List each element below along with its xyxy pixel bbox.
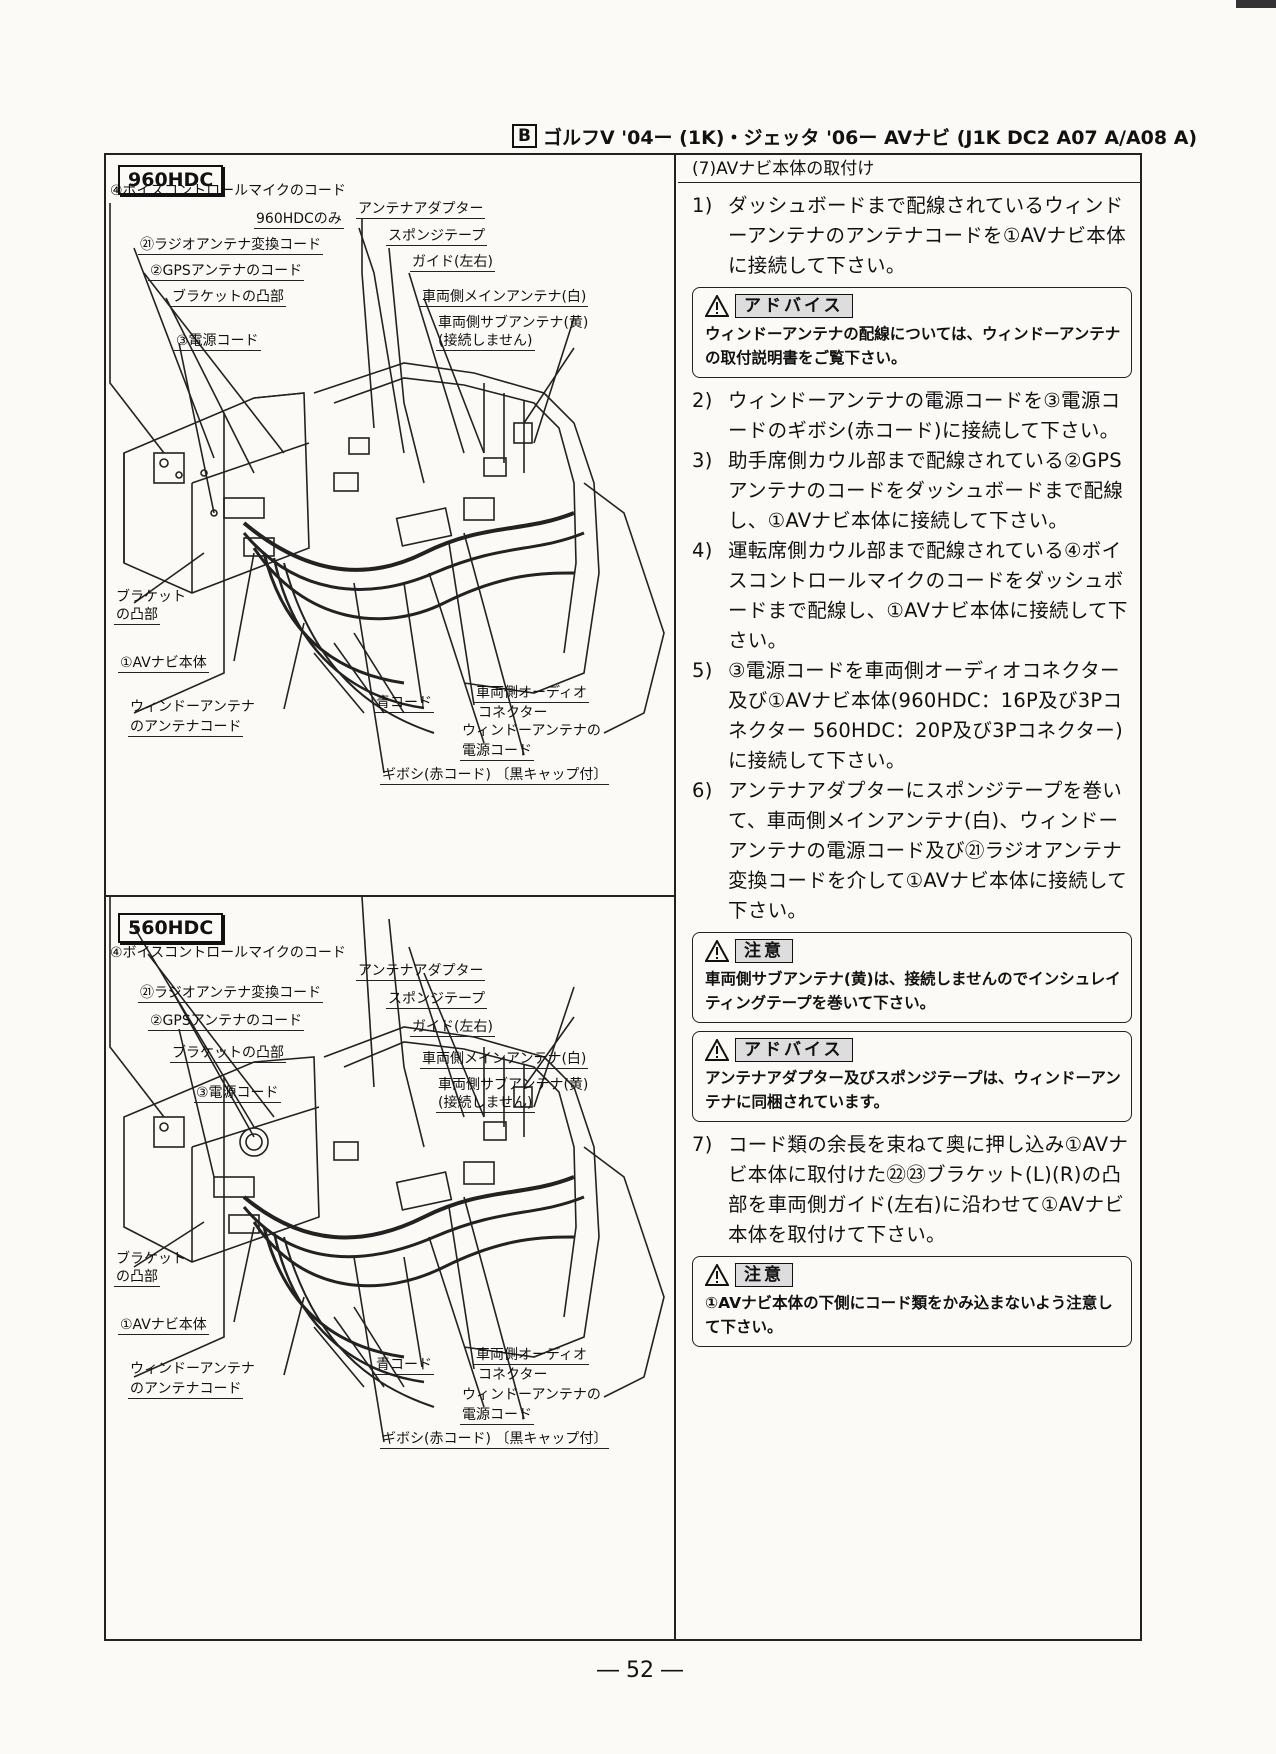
step-number: 3)	[692, 449, 713, 472]
warning-triangle-icon	[705, 1039, 729, 1061]
label-guide: ガイド(左右)	[410, 1019, 495, 1037]
label-audio-connector-2: コネクター	[478, 1367, 548, 1383]
label-av-navi-body: ①AVナビ本体	[118, 1317, 209, 1335]
label-blue-cord: 青コード	[374, 695, 434, 713]
warning-triangle-icon	[705, 295, 729, 317]
label-window-power-1: ウィンドーアンテナの	[462, 723, 601, 739]
step-text: アンテナアダプターにスポンジテープを巻いて、車両側メインアンテナ(白)、ウィンド…	[728, 779, 1128, 922]
header-title: ゴルフV '04ー (1K)・ジェッタ '06ー AVナビ (J1K DC2 A…	[542, 126, 1198, 149]
label-bracket-bottom-2: の凸部	[114, 607, 160, 625]
advice-box-1: アドバイス ウィンドーアンテナの配線については、ウィンドーアンテナの取付説明書を…	[692, 287, 1132, 378]
caution-box-2: 注意 ①AVナビ本体の下側にコード類をかみ込まないよう注意して下さい。	[692, 1256, 1132, 1347]
step-text: ウィンドーアンテナの電源コードを③電源コードのギボシ(赤コード)に接続して下さい…	[728, 389, 1121, 442]
advice-text: アンテナアダプター及びスポンジテープは、ウィンドーアンテナに同梱されています。	[705, 1069, 1121, 1111]
step-number: 5)	[692, 659, 713, 682]
panel-divider	[104, 895, 676, 897]
label-antenna-adapter: アンテナアダプター	[356, 963, 486, 981]
label-radio-antenna-conv: ㉑ラジオアンテナ変換コード	[138, 237, 324, 255]
advice-tag: アドバイス	[735, 294, 853, 318]
step-text: 助手席側カウル部まで配線されている②GPSアンテナのコードをダッシュボードまで配…	[728, 449, 1124, 532]
step-number: 1)	[692, 194, 713, 217]
label-window-antenna-1: ウィンドーアンテナ	[130, 699, 255, 715]
warning-triangle-icon	[705, 1264, 729, 1286]
label-main-antenna: 車両側メインアンテナ(白)	[420, 289, 589, 307]
panel-560hdc: 560HDC ④ボイスコントロールマイクのコード アンテナアダプター ㉑ラジオア…	[104, 897, 676, 1641]
step-6: 6) アンテナアダプターにスポンジテープを巻いて、車両側メインアンテナ(白)、ウィ…	[692, 776, 1132, 926]
step-1: 1) ダッシュボードまで配線されているウィンドーアンテナのアンテナコードを①AVナ…	[692, 191, 1132, 281]
caution-box-1: 注意 車両側サブアンテナ(黄)は、接続しませんのでインシュレイティングテープを巻…	[692, 932, 1132, 1023]
content-frame	[104, 153, 1142, 1641]
label-not-connected: (接続しません)	[436, 1095, 535, 1113]
label-audio-connector-1: 車両側オーディオ	[474, 1347, 590, 1365]
label-window-power-1: ウィンドーアンテナの	[462, 1387, 601, 1403]
label-sponge-tape: スポンジテープ	[386, 991, 488, 1009]
caution-text: ①AVナビ本体の下側にコード類をかみ込まないよう注意して下さい。	[705, 1294, 1113, 1336]
step-5: 5) ③電源コードを車両側オーディオコネクター及び①AVナビ本体(960HDC：1…	[692, 656, 1132, 776]
label-window-antenna-2: のアンテナコード	[128, 719, 244, 737]
label-not-connected: (接続しません)	[436, 333, 535, 351]
section-box: B	[512, 124, 537, 148]
instruction-steps: 1) ダッシュボードまで配線されているウィンドーアンテナのアンテナコードを①AVナ…	[692, 191, 1132, 1355]
label-window-power-2: 電源コード	[460, 1407, 534, 1425]
label-main-antenna: 車両側メインアンテナ(白)	[420, 1051, 589, 1069]
step-text: ダッシュボードまで配線されているウィンドーアンテナのアンテナコードを①AVナビ本…	[728, 194, 1126, 277]
label-radio-antenna-conv: ㉑ラジオアンテナ変換コード	[138, 985, 324, 1003]
label-voice-mic-cord: ④ボイスコントロールマイクのコード	[110, 945, 346, 961]
step-3: 3) 助手席側カウル部まで配線されている②GPSアンテナのコードをダッシュボードま…	[692, 446, 1132, 536]
model-tag-560hdc: 560HDC	[118, 913, 224, 943]
label-power-cord: ③電源コード	[194, 1085, 281, 1103]
label-bracket-bottom-1: ブラケット	[116, 1251, 186, 1267]
step-7: 7) コード類の余長を束ねて奥に押し込み①AVナビ本体に取付けた㉒㉓ブラケット(L…	[692, 1130, 1132, 1250]
step-number: 7)	[692, 1133, 713, 1156]
label-audio-connector-1: 車両側オーディオ	[474, 685, 590, 703]
label-sub-antenna: 車両側サブアンテナ(黄)	[438, 315, 589, 331]
section-title: (7)AVナビ本体の取付け	[678, 155, 1140, 183]
page-header: B ゴルフV '04ー (1K)・ジェッタ '06ー AVナビ (J1K DC2…	[512, 120, 1197, 152]
label-window-antenna-1: ウィンドーアンテナ	[130, 1361, 255, 1377]
label-window-power-2: 電源コード	[460, 743, 534, 761]
step-2: 2) ウィンドーアンテナの電源コードを③電源コードのギボシ(赤コード)に接続して下…	[692, 386, 1132, 446]
step-text: コード類の余長を束ねて奥に押し込み①AVナビ本体に取付けた㉒㉓ブラケット(L)(…	[728, 1133, 1129, 1246]
caution-tag: 注意	[735, 1263, 793, 1287]
step-number: 2)	[692, 389, 713, 412]
step-number: 4)	[692, 539, 713, 562]
label-bracket-bottom-1: ブラケット	[116, 589, 186, 605]
label-av-navi-body: ①AVナビ本体	[118, 655, 209, 673]
page-number: ― 52 ―	[597, 1658, 683, 1683]
label-sub-antenna: 車両側サブアンテナ(黄)	[438, 1077, 589, 1093]
scan-edge-mark	[1236, 0, 1276, 8]
label-power-cord: ③電源コード	[174, 333, 261, 351]
label-gibosi: ギボシ(赤コード) 〔黒キャップ付〕	[380, 1431, 610, 1449]
wiring-diagram-560hdc	[109, 897, 665, 1443]
model-tag-960hdc: 960HDC	[118, 165, 224, 195]
label-voice-mic-cord: ④ボイスコントロールマイクのコード	[110, 183, 346, 199]
label-gps-cord: ②GPSアンテナのコード	[148, 1013, 305, 1031]
diagram-column	[104, 153, 676, 1641]
step-text: 運転席側カウル部まで配線されている④ボイスコントロールマイクのコードをダッシュボ…	[728, 539, 1128, 652]
advice-box-2: アドバイス アンテナアダプター及びスポンジテープは、ウィンドーアンテナに同梱され…	[692, 1031, 1132, 1122]
label-window-antenna-2: のアンテナコード	[128, 1381, 244, 1399]
label-gibosi: ギボシ(赤コード) 〔黒キャップ付〕	[380, 767, 610, 785]
label-antenna-adapter: アンテナアダプター	[356, 201, 486, 219]
label-bracket-boss: ブラケットの凸部	[170, 289, 286, 307]
label-guide: ガイド(左右)	[410, 254, 495, 272]
caution-text: 車両側サブアンテナ(黄)は、接続しませんのでインシュレイティングテープを巻いて下…	[705, 970, 1121, 1012]
panel-960hdc: 960HDC ④ボイスコントロールマイクのコード アンテナアダプター 960HD…	[104, 153, 676, 895]
advice-tag: アドバイス	[735, 1038, 853, 1062]
step-text: ③電源コードを車両側オーディオコネクター及び①AVナビ本体(960HDC：16P…	[728, 659, 1123, 772]
caution-tag: 注意	[735, 939, 793, 963]
label-gps-cord: ②GPSアンテナのコード	[148, 263, 305, 281]
wiring-diagram-960hdc	[109, 203, 665, 774]
step-4: 4) 運転席側カウル部まで配線されている④ボイスコントロールマイクのコードをダッシ…	[692, 536, 1132, 656]
step-number: 6)	[692, 779, 713, 802]
label-blue-cord: 青コード	[374, 1357, 434, 1375]
label-bracket-boss: ブラケットの凸部	[170, 1045, 286, 1063]
advice-text: ウィンドーアンテナの配線については、ウィンドーアンテナの取付説明書をご覧下さい。	[705, 325, 1121, 367]
label-bracket-bottom-2: の凸部	[114, 1269, 160, 1287]
label-960hdc-only: 960HDCのみ	[254, 211, 344, 229]
label-sponge-tape: スポンジテープ	[386, 228, 488, 246]
label-audio-connector-2: コネクター	[478, 705, 548, 721]
warning-triangle-icon	[705, 940, 729, 962]
